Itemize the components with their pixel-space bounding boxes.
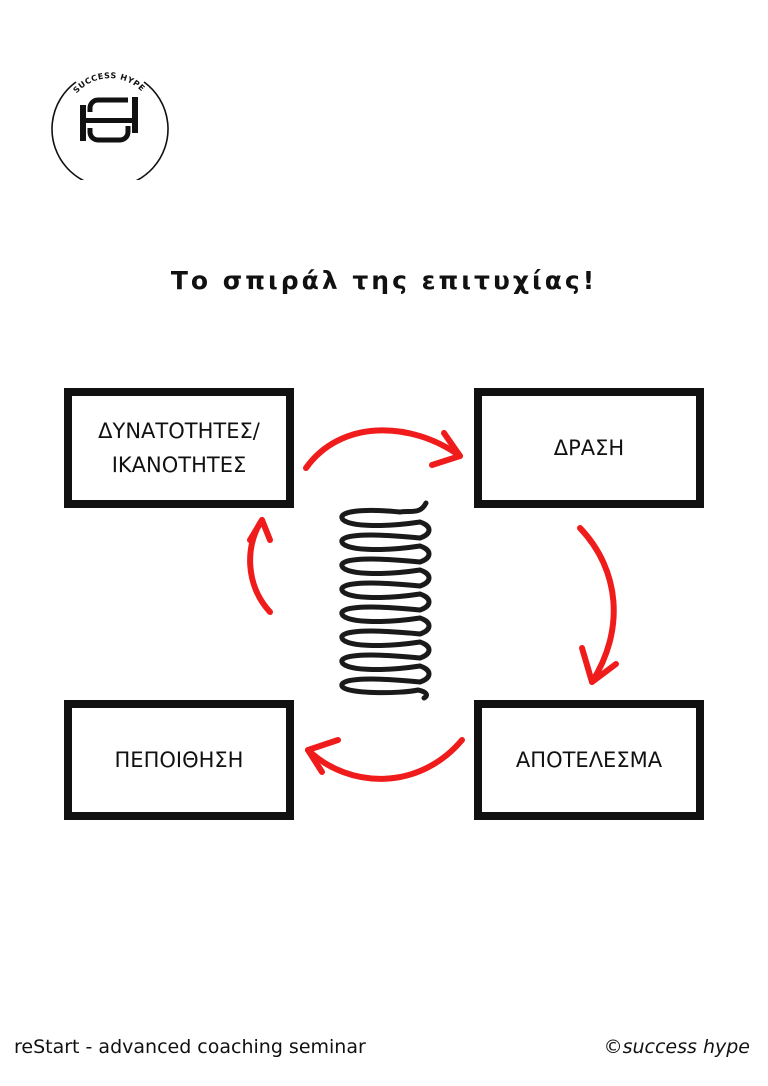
logo-emblem-icon: SUCCESS HYPE [51, 71, 169, 180]
box-abilities-line2: ΙΚΑΝΟΤΗΤΕΣ [111, 453, 247, 477]
arrow-bottom-icon [305, 737, 465, 782]
arrow-top-icon [303, 427, 463, 471]
box-action: ΔΡΑΣΗ [474, 388, 704, 508]
logo: SUCCESS HYPE [50, 60, 170, 180]
footer-seminar-label: reStart - advanced coaching seminar [14, 1036, 366, 1058]
arrow-right-icon [577, 525, 619, 685]
page-title: Το σπιράλ της επιτυχίας! [170, 266, 598, 295]
box-result: ΑΠΟΤΕΛΕΣΜΑ [474, 700, 704, 820]
box-belief: ΠΕΠΟΙΘΗΣΗ [64, 700, 294, 820]
box-abilities-line1: ΔΥΝΑΤΟΤΗΤΕΣ/ [98, 419, 260, 443]
box-abilities: ΔΥΝΑΤΟΤΗΤΕΣ/ΙΚΑΝΟΤΗΤΕΣ [64, 388, 294, 508]
arrow-left-icon [247, 517, 273, 615]
spring-icon [339, 500, 432, 701]
footer-copyright: ©success hype [603, 1036, 750, 1058]
